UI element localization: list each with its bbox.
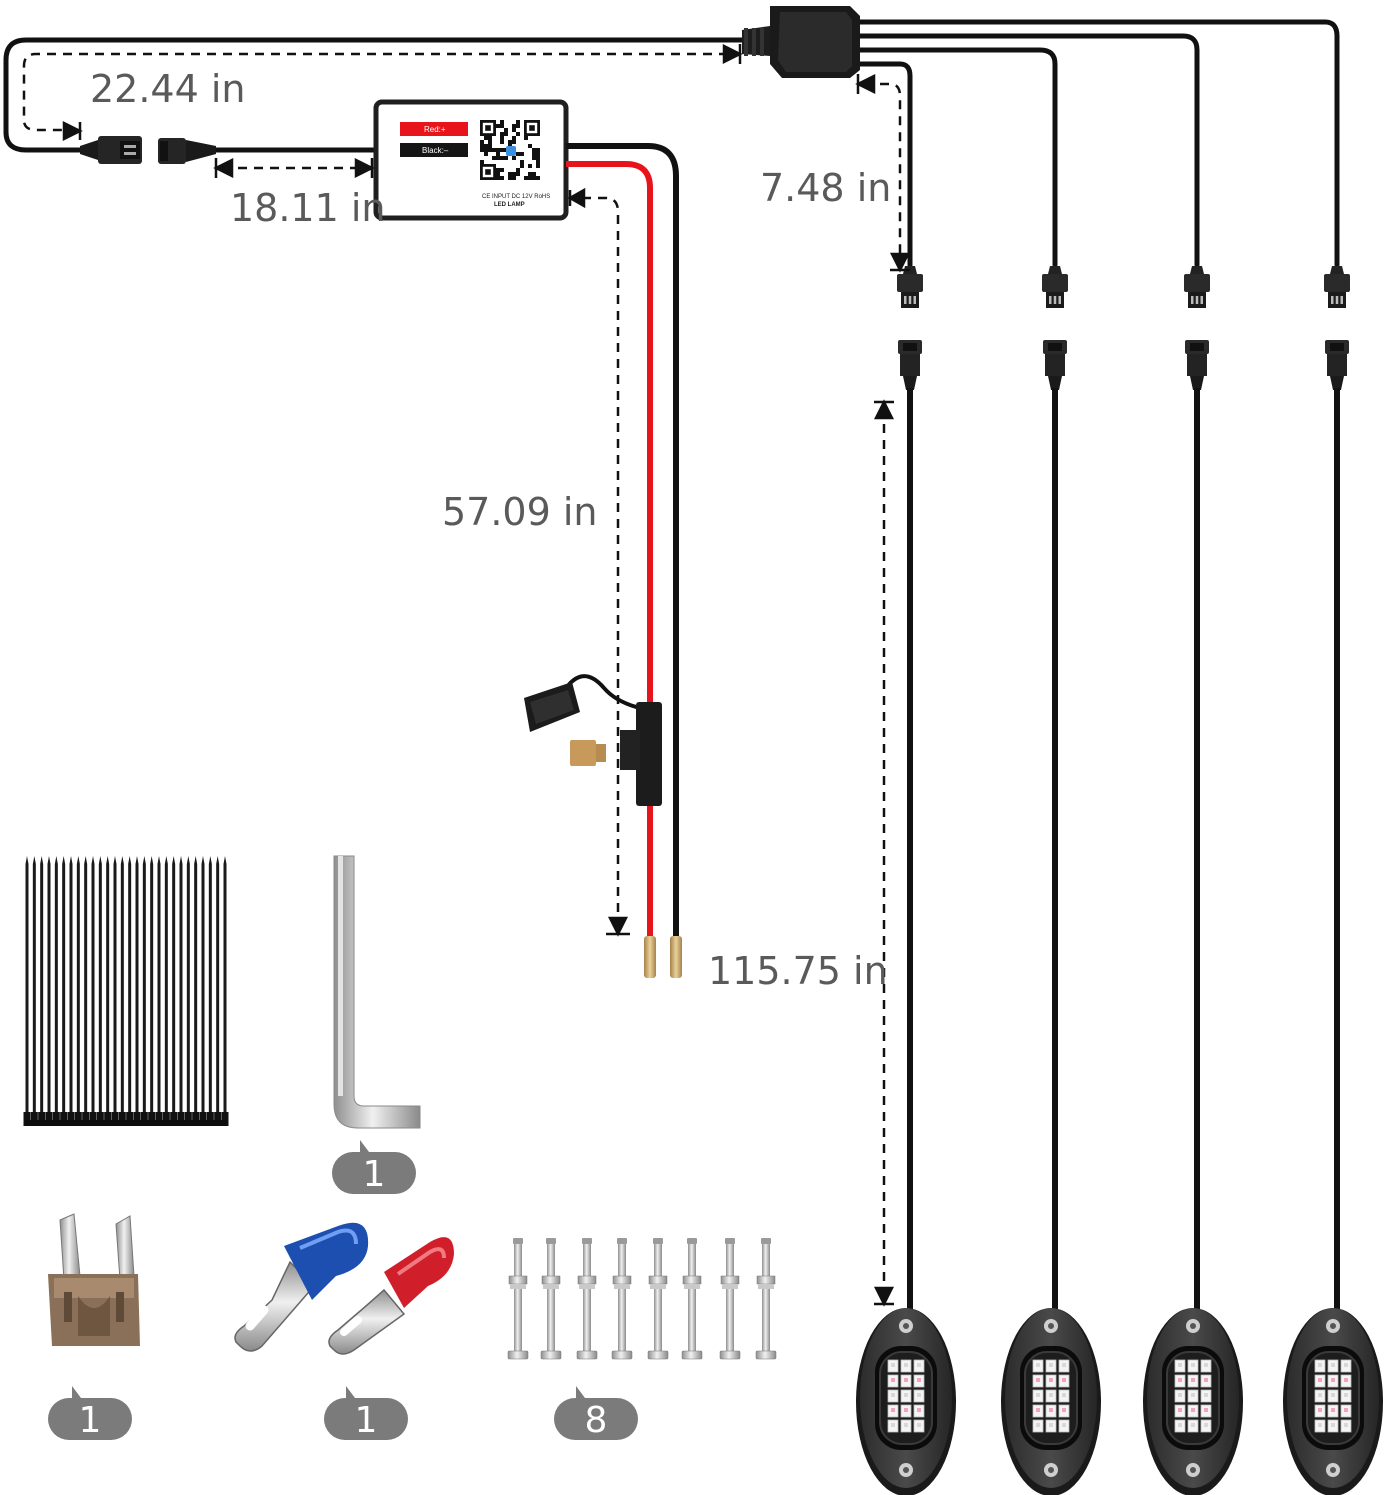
cable-branch-1 bbox=[845, 61, 913, 268]
red-label-bar bbox=[400, 122, 468, 136]
dimension-label-22in: 22.44 in bbox=[90, 67, 246, 111]
dimension-label-18in: 18.11 in bbox=[230, 186, 386, 230]
screw-1 bbox=[507, 1237, 529, 1360]
qty-terminals: 1 bbox=[355, 1400, 378, 1441]
qty-bubble-terminals: 1 bbox=[324, 1386, 408, 1441]
rock-light-3 bbox=[1143, 266, 1243, 1495]
qr-code bbox=[478, 118, 542, 182]
qty-bubble-allen-key: 1 bbox=[332, 1140, 416, 1195]
qty-fuse: 1 bbox=[79, 1400, 102, 1441]
cable-branch-3 bbox=[845, 33, 1200, 268]
cable-branch-4 bbox=[845, 19, 1340, 268]
rock-light-1 bbox=[856, 266, 956, 1495]
rock-light-2 bbox=[1001, 266, 1101, 1495]
controller-name-text: LED LAMP bbox=[494, 202, 525, 208]
controller-box: Red:+ Black:– CE INPUT DC 12V RoHS LED L… bbox=[373, 99, 569, 221]
spade-terminal-blue bbox=[234, 1222, 369, 1352]
red-power-wire bbox=[566, 161, 653, 940]
screw-2 bbox=[540, 1237, 562, 1360]
dimension-arrows bbox=[62, 43, 911, 1307]
splitter-hub bbox=[742, 6, 860, 78]
screw-5 bbox=[647, 1237, 669, 1360]
screw-8 bbox=[755, 1237, 777, 1360]
dim-line-22in bbox=[22, 52, 728, 132]
dimension-label-57in: 57.09 in bbox=[442, 490, 598, 534]
black-label-bar bbox=[400, 143, 468, 157]
inline-connector bbox=[80, 136, 216, 164]
mini-blade-fuse bbox=[48, 1213, 140, 1346]
controller-black-label: Black:– bbox=[422, 146, 449, 155]
dimension-label-115in: 115.75 in bbox=[708, 949, 888, 993]
screw-6 bbox=[681, 1237, 703, 1360]
dimension-lines bbox=[22, 52, 902, 1300]
spade-terminal-red bbox=[328, 1237, 454, 1355]
black-power-wire bbox=[566, 143, 679, 940]
dim-line-57in bbox=[582, 196, 620, 926]
power-leads bbox=[566, 143, 679, 940]
qty-screws: 8 bbox=[585, 1400, 608, 1441]
screw-7 bbox=[719, 1237, 741, 1360]
inline-fuse-holder bbox=[524, 674, 662, 806]
rock-lights bbox=[856, 266, 1383, 1495]
rock-light-4 bbox=[1283, 266, 1383, 1495]
mounting-screws bbox=[507, 1237, 777, 1360]
controller-spec-text: CE INPUT DC 12V RoHS bbox=[482, 194, 550, 200]
cable-ties bbox=[23, 856, 229, 1126]
screw-3 bbox=[576, 1237, 598, 1360]
controller-red-label: Red:+ bbox=[424, 125, 446, 134]
screw-4 bbox=[611, 1237, 633, 1360]
dim-line-7in bbox=[864, 82, 902, 262]
allen-key bbox=[333, 855, 421, 1129]
dimension-label-7in: 7.48 in bbox=[760, 166, 891, 210]
cable-branch-2 bbox=[845, 47, 1058, 268]
qty-bubble-screws: 8 bbox=[554, 1386, 638, 1441]
stripped-wire-ends bbox=[644, 936, 682, 978]
qty-bubble-fuse: 1 bbox=[48, 1386, 132, 1441]
qty-allen-key: 1 bbox=[363, 1154, 386, 1195]
harness-cables bbox=[3, 19, 1340, 268]
cable-main-loop bbox=[3, 37, 748, 153]
